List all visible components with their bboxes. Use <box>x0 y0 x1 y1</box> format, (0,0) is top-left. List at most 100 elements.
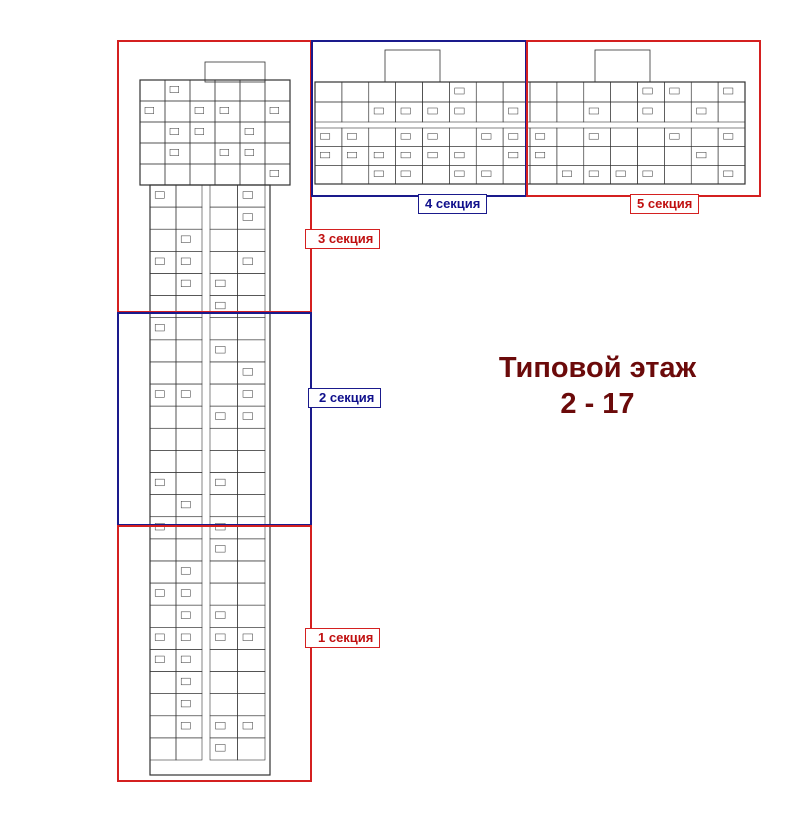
fixture-outline <box>244 149 254 156</box>
fixture-outline <box>215 722 226 730</box>
fixture-outline <box>269 170 279 177</box>
fixture-outline <box>219 149 229 156</box>
fixture-outline <box>180 700 191 708</box>
floor-title: Типовой этаж 2 - 17 <box>470 350 725 422</box>
fixture-outline <box>242 722 253 730</box>
room-outline <box>717 165 746 185</box>
fixture-outline <box>180 722 191 730</box>
fixture-outline <box>215 545 226 553</box>
section-3-frame[interactable] <box>117 40 312 313</box>
fixture-outline <box>454 87 465 95</box>
fixture-outline <box>144 107 154 114</box>
fixture-outline <box>562 170 572 177</box>
fixture-outline <box>508 133 519 140</box>
fixture-outline <box>180 501 191 509</box>
section-3-label: 3 секция <box>305 229 381 249</box>
fixture-outline <box>154 655 165 663</box>
fixture-outline <box>696 152 707 159</box>
fixture-outline <box>215 412 226 420</box>
fixture-outline <box>642 170 653 177</box>
fixture-outline <box>154 589 165 597</box>
section-1-label: 1 секция <box>305 628 381 648</box>
fixture-outline <box>320 152 331 159</box>
fixture-outline <box>481 170 492 177</box>
section-4-frame[interactable] <box>311 40 527 197</box>
fixture-outline <box>588 170 599 177</box>
fixture-outline <box>535 152 546 159</box>
fixture-outline <box>642 87 653 95</box>
fixture-outline <box>180 589 191 597</box>
stair-block <box>594 49 651 83</box>
section-1-frame[interactable] <box>117 525 312 782</box>
section-2-label: 2 секция <box>308 388 382 408</box>
room-outline <box>237 737 266 761</box>
fixture-outline <box>669 87 680 95</box>
fixture-outline <box>169 86 179 93</box>
fixture-outline <box>154 257 165 265</box>
fixture-outline <box>215 633 226 641</box>
fixture-outline <box>194 128 204 135</box>
fixture-outline <box>347 152 357 159</box>
fixture-outline <box>427 152 438 159</box>
fixture-outline <box>215 346 226 354</box>
fixture-outline <box>154 191 165 199</box>
room-outline <box>175 737 203 761</box>
stair-block <box>384 49 441 83</box>
fixture-outline <box>180 235 191 243</box>
fixture-outline <box>242 390 253 398</box>
section-2-frame[interactable] <box>117 312 312 526</box>
fixture-outline <box>723 87 734 95</box>
fixture-outline <box>454 152 465 159</box>
fixture-outline <box>242 213 253 221</box>
fixture-outline <box>244 128 254 135</box>
fixture-outline <box>219 107 229 114</box>
fixture-outline <box>427 133 438 140</box>
fixture-outline <box>242 191 253 199</box>
fixture-outline <box>373 107 384 115</box>
fixture-outline <box>400 170 411 177</box>
fixture-outline <box>169 128 179 135</box>
fixture-outline <box>194 107 204 114</box>
fixture-outline <box>588 133 599 140</box>
fixture-outline <box>347 133 357 140</box>
fixture-outline <box>215 611 226 619</box>
fixture-outline <box>642 107 653 115</box>
fixture-outline <box>180 633 191 641</box>
fixture-outline <box>373 170 384 177</box>
fixture-outline <box>180 567 191 575</box>
fixture-outline <box>215 478 226 487</box>
fixture-outline <box>242 368 253 376</box>
fixture-outline <box>215 279 226 287</box>
fixture-outline <box>242 633 253 641</box>
section-5-label: 5 секция <box>630 194 700 214</box>
fixture-outline <box>180 279 191 287</box>
fixture-outline <box>154 324 165 332</box>
floor-title-name: Типовой этаж <box>498 352 697 384</box>
fixture-outline <box>180 655 191 663</box>
fixture-outline <box>180 611 191 619</box>
fixture-outline <box>481 133 492 140</box>
fixture-outline <box>169 149 179 156</box>
fixture-outline <box>427 107 438 115</box>
fixture-outline <box>696 107 707 115</box>
fixture-outline <box>154 478 165 487</box>
fixture-outline <box>242 257 253 265</box>
section-5-frame[interactable] <box>526 40 761 197</box>
fixture-outline <box>400 107 411 115</box>
section-4-label: 4 секция <box>418 194 488 214</box>
room-outline <box>264 163 291 186</box>
fixture-outline <box>454 170 465 177</box>
fixture-outline <box>215 301 226 310</box>
fixture-outline <box>154 633 165 641</box>
fixture-outline <box>242 412 253 420</box>
fixture-outline <box>615 170 626 177</box>
fixture-outline <box>508 152 519 159</box>
fixture-outline <box>180 257 191 265</box>
fixture-outline <box>373 152 384 159</box>
fixture-outline <box>180 390 191 398</box>
fixture-outline <box>400 152 411 159</box>
fixture-outline <box>400 133 411 140</box>
fixture-outline <box>320 133 331 140</box>
fixture-outline <box>723 170 734 177</box>
